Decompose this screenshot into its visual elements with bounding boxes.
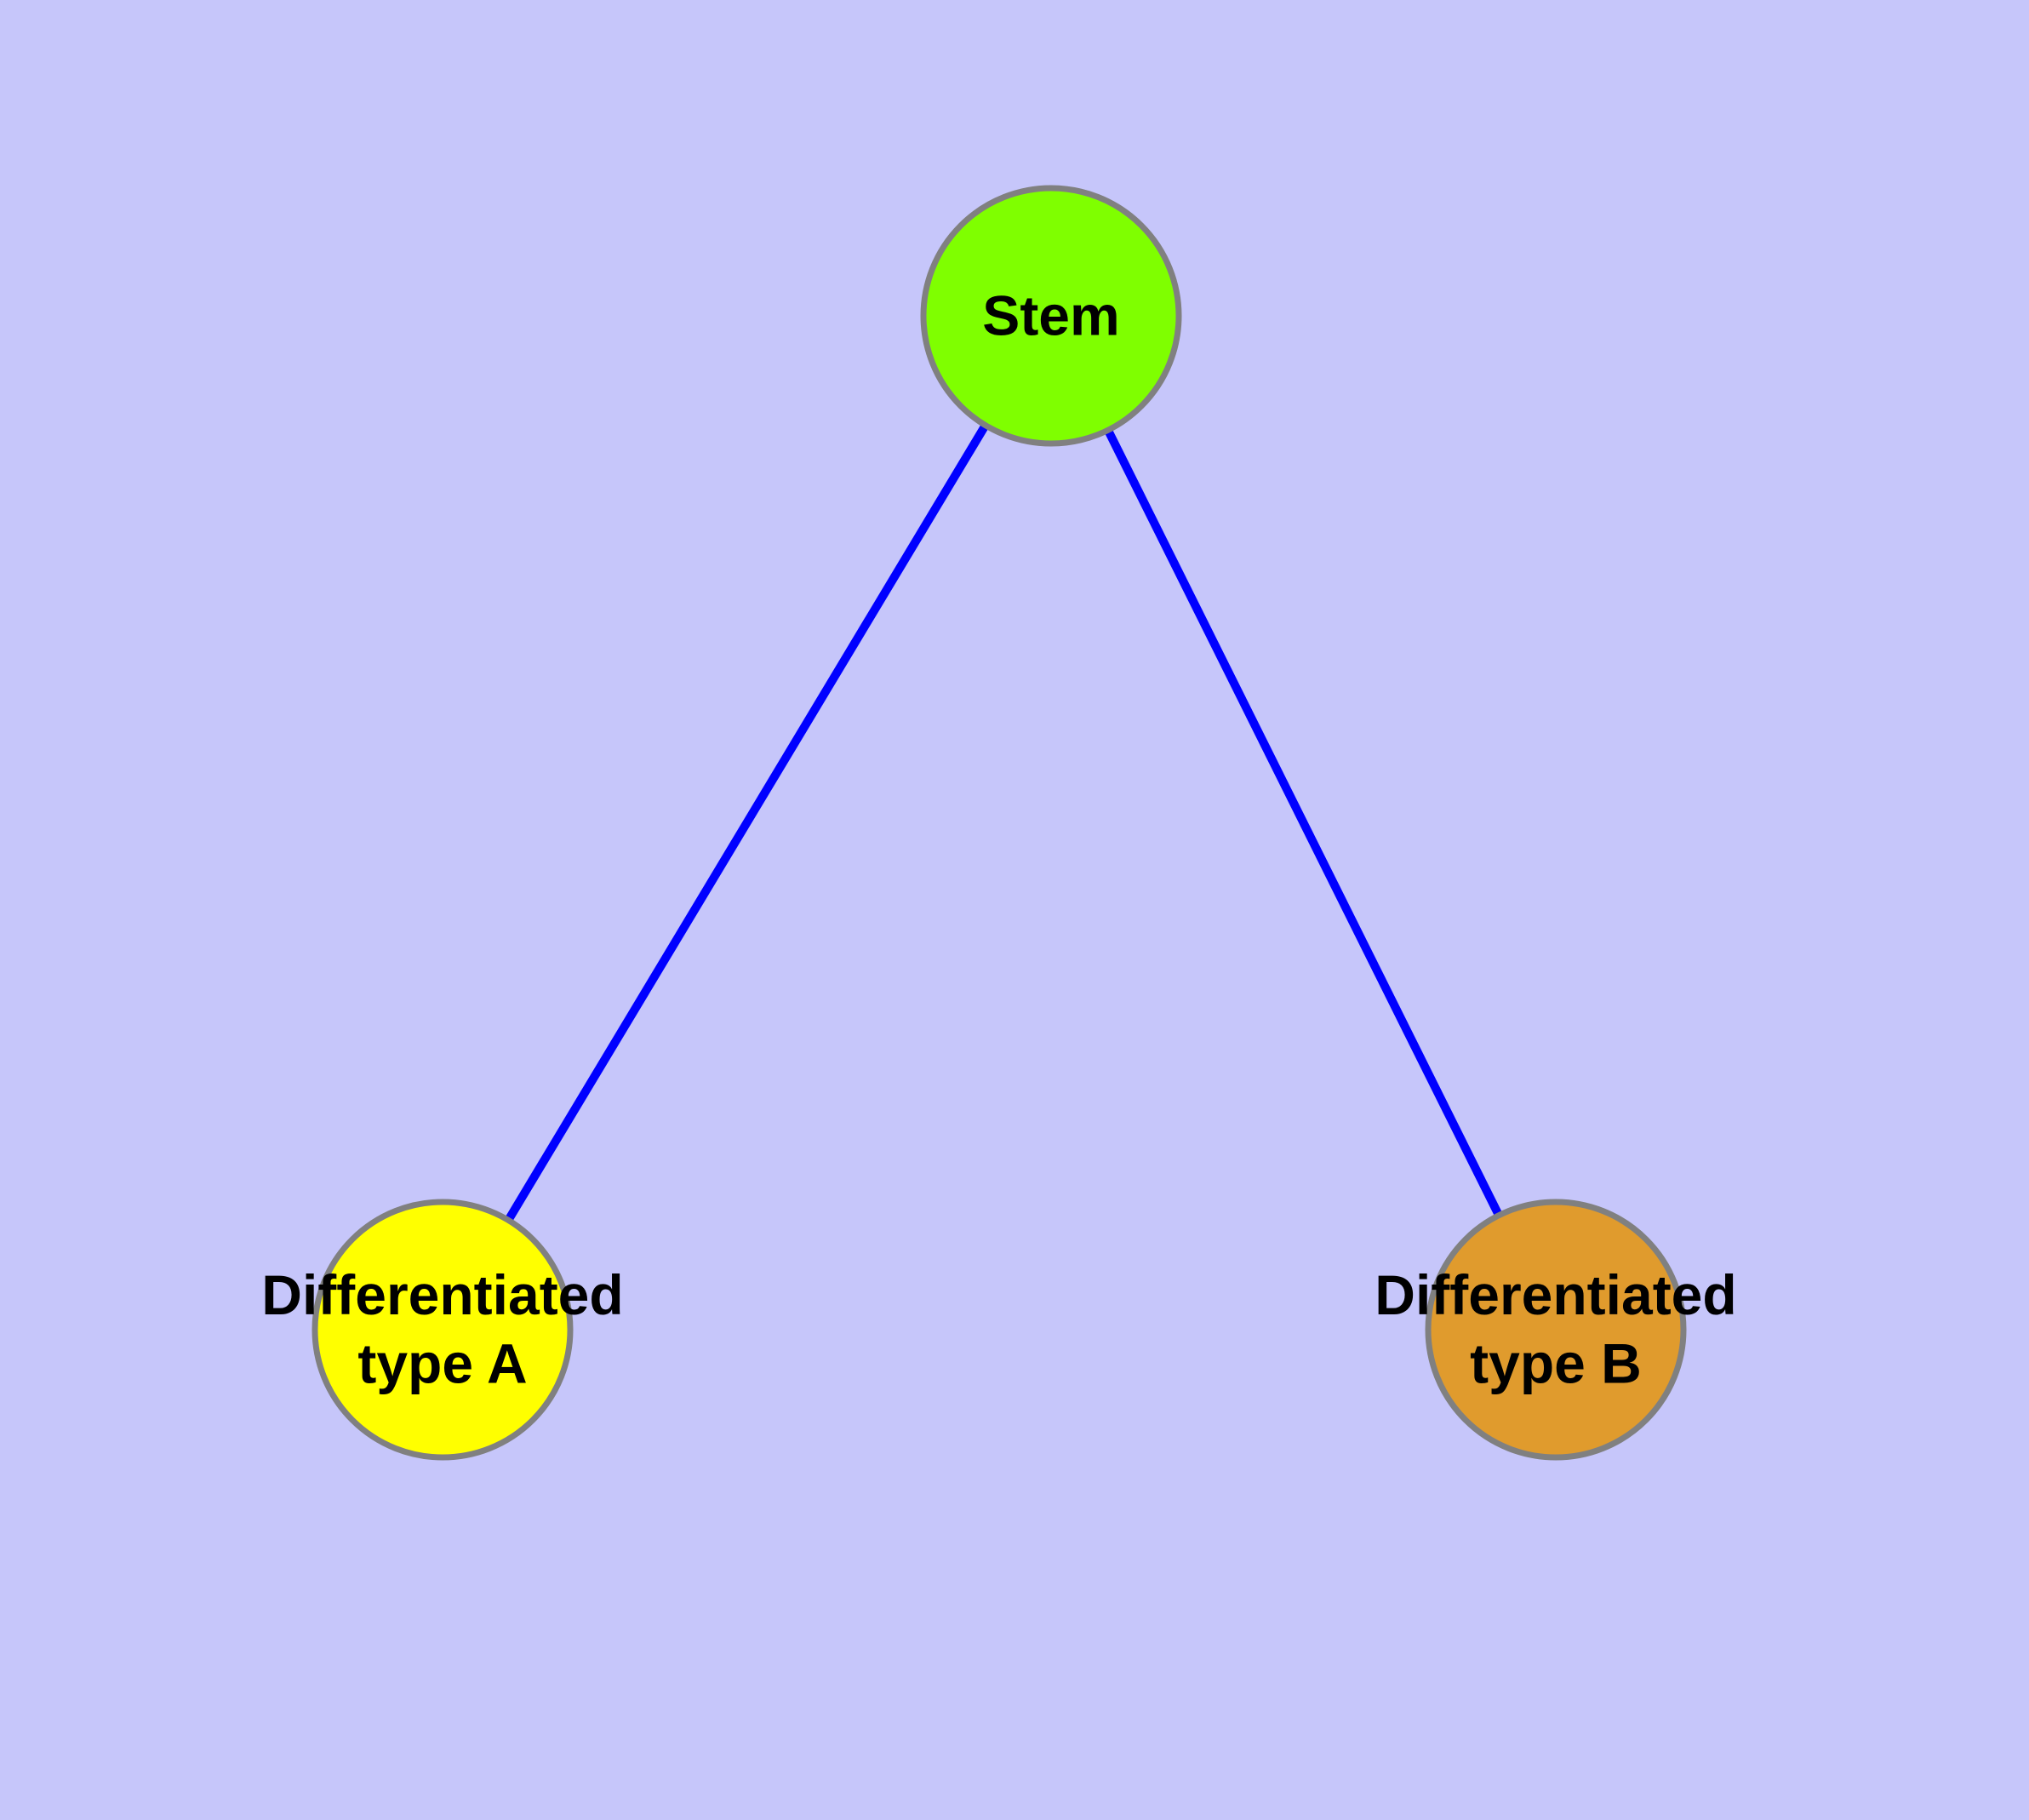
node-label-line: type A (357, 1332, 527, 1395)
node-diff_a[interactable] (311, 1199, 574, 1461)
node-label-line: type B (1470, 1332, 1642, 1395)
node-stem[interactable] (920, 185, 1182, 447)
node-label-stem: Stem (982, 283, 1119, 346)
node-diff_b[interactable] (1425, 1199, 1687, 1461)
node-label-line: Differentiated (1375, 1263, 1736, 1326)
edges-layer (504, 423, 1503, 1222)
edge-stem-diff-a (504, 423, 990, 1222)
edge-stem-diff-b (1104, 428, 1503, 1217)
node-label-line: Stem (982, 283, 1119, 346)
node-label-line: Differentiated (261, 1263, 623, 1326)
nodes-layer (311, 185, 1687, 1461)
